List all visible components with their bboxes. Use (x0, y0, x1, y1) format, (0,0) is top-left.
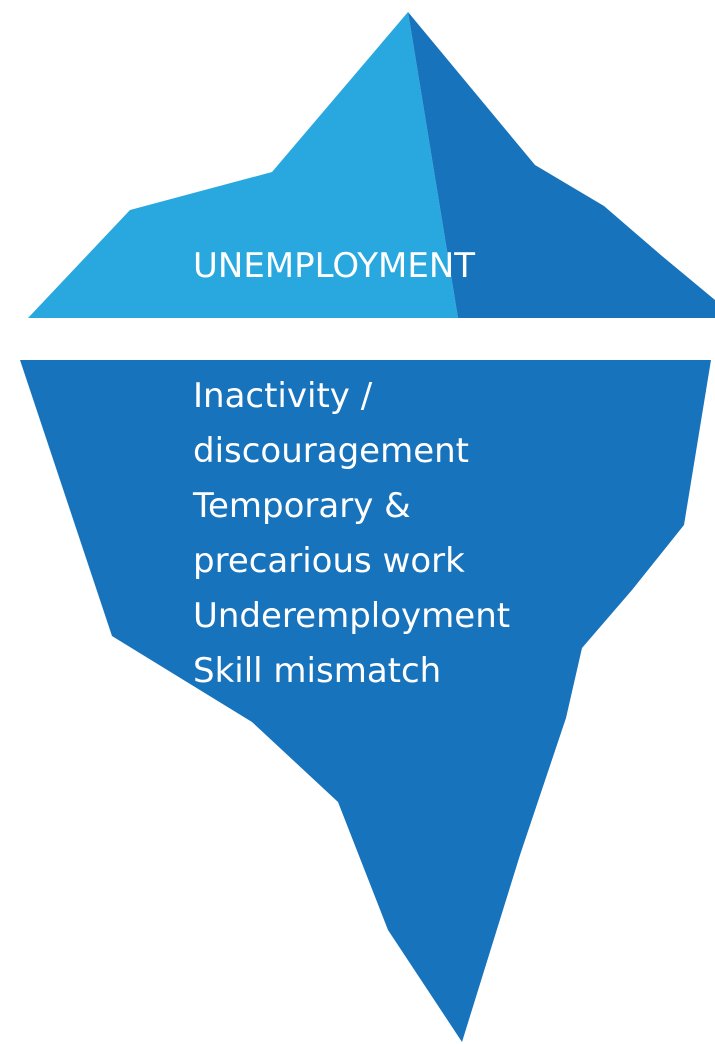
iceberg-tip-light-face (28, 12, 458, 318)
below-water-item: Inactivity / (193, 376, 373, 416)
iceberg-tip-dark-face (408, 12, 715, 318)
iceberg-submerged-body (20, 360, 711, 1042)
above-water-label: UNEMPLOYMENT (193, 246, 475, 286)
below-water-list: Inactivity / discouragement Temporary & … (192, 376, 510, 691)
below-water-item: discouragement (193, 431, 469, 471)
below-water-item: Temporary & (192, 486, 411, 526)
below-water-item: Underemployment (193, 596, 510, 636)
below-water-item: precarious work (193, 541, 465, 581)
below-water-item: Skill mismatch (193, 651, 441, 691)
